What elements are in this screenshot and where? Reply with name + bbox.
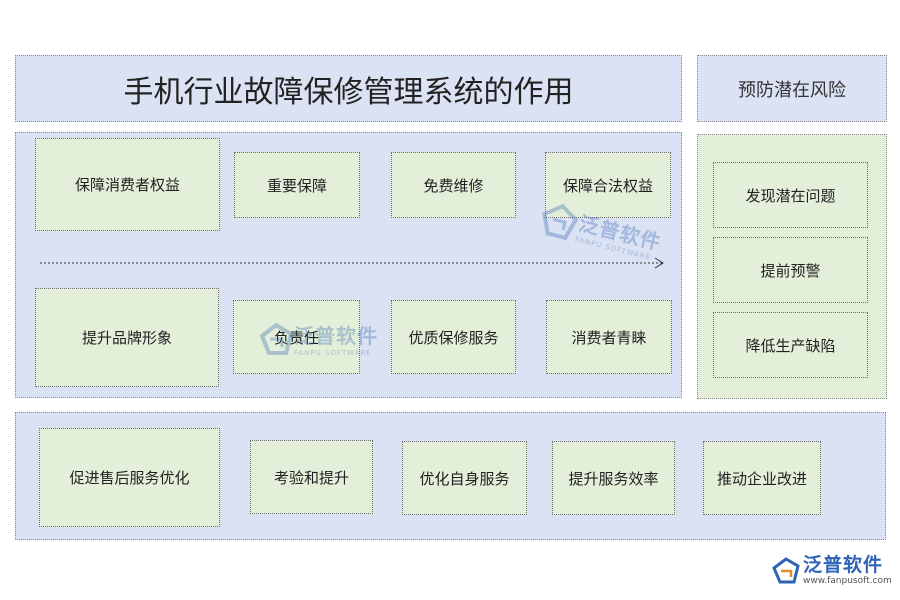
main-box: 消费者青睐 [546,300,672,374]
main-box: 保障合法权益 [545,152,671,218]
page-title: 手机行业故障保修管理系统的作用 [123,74,574,110]
side-title-panel: 预防潜在风险 [697,55,887,122]
main-box: 免费维修 [391,152,516,218]
brand-name: 泛普软件 [803,554,884,576]
main-box: 保障消费者权益 [35,138,220,231]
side-box: 发现潜在问题 [713,162,868,228]
bottom-box: 优化自身服务 [402,441,527,515]
brand-logo: 泛普软件 www.fanpusoft.com [772,554,892,587]
brand-url: www.fanpusoft.com [803,576,892,586]
side-box: 提前预警 [713,237,868,303]
main-box: 提升品牌形象 [35,288,219,387]
bottom-box: 提升服务效率 [552,441,675,515]
side-title: 预防潜在风险 [738,79,846,101]
bottom-box: 考验和提升 [250,440,373,514]
bottom-box: 推动企业改进 [703,441,821,515]
flow-arrow [40,257,664,269]
bottom-box: 促进售后服务优化 [39,428,220,527]
main-box: 重要保障 [234,152,360,218]
title-panel: 手机行业故障保修管理系统的作用 [15,55,682,122]
main-box: 负责任 [233,300,360,374]
main-box: 优质保修服务 [391,300,516,374]
side-box: 降低生产缺陷 [713,312,868,378]
brand-logo-icon [772,556,800,583]
